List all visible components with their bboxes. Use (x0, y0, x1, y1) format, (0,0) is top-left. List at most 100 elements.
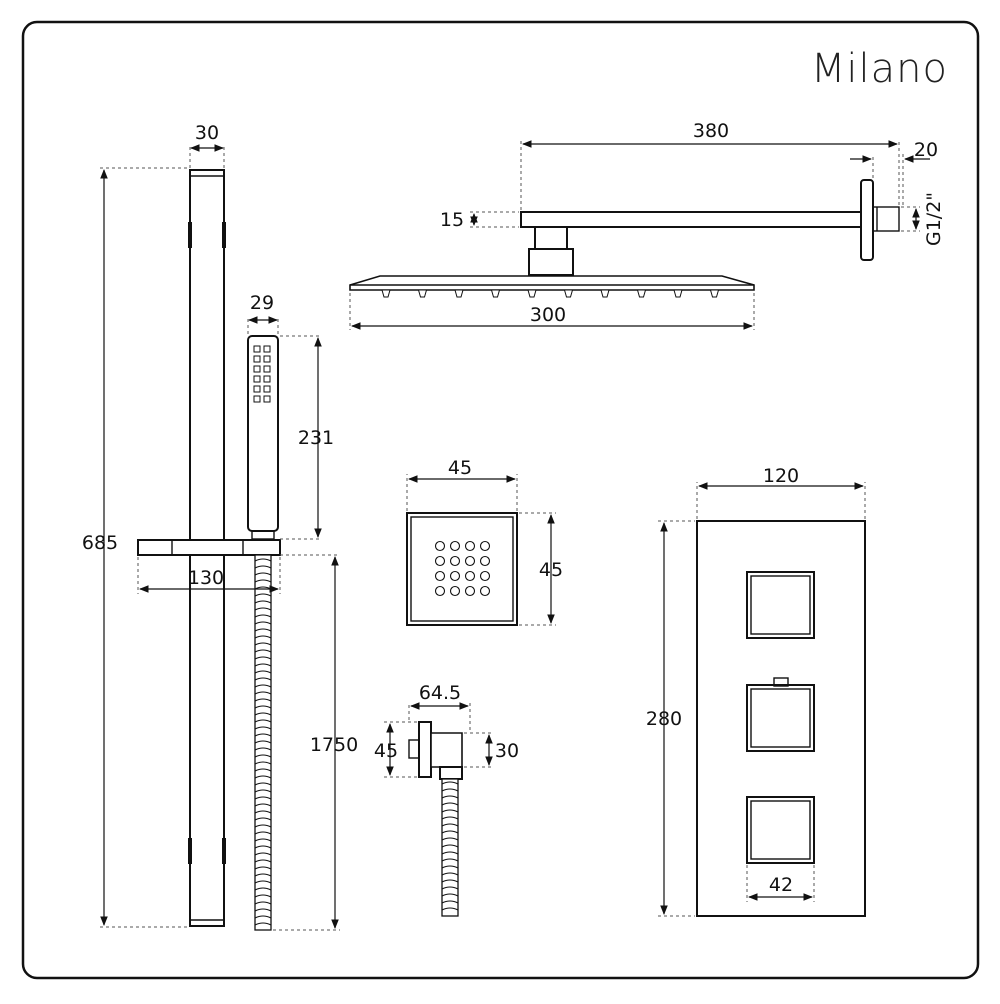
dim-rail-width: 30 (189, 122, 225, 168)
brand-logo: Milano (811, 46, 948, 92)
hose-coil (254, 740, 272, 744)
head-nozzle (709, 289, 720, 298)
head-nozzle (527, 289, 537, 298)
jet-nozzle (449, 555, 461, 567)
hose-coil (441, 900, 459, 904)
hose-coil (254, 565, 272, 569)
valve-plate (696, 520, 866, 917)
hose-coil (254, 838, 272, 842)
hose-coil (254, 810, 272, 814)
svg-text:G1/2": G1/2" (923, 192, 945, 246)
hose-coil (441, 858, 459, 862)
svg-text:120: 120 (763, 465, 799, 487)
svg-text:42: 42 (769, 874, 793, 896)
hose-coil (254, 789, 272, 793)
dim-handset-width: 29 (247, 292, 279, 334)
hose-coil (254, 572, 272, 576)
hose-coil (254, 642, 272, 646)
hose-coil (254, 768, 272, 772)
svg-text:29: 29 (250, 292, 274, 314)
svg-text:685: 685 (82, 532, 118, 554)
head-nozzle (417, 289, 428, 298)
hose-coil (441, 816, 459, 820)
jet-nozzle (434, 540, 446, 552)
hose-coil (254, 663, 272, 667)
valve-knob-top (746, 571, 815, 639)
hose-coil (254, 712, 272, 716)
hose-coil (441, 844, 459, 848)
hose-coil (254, 908, 272, 912)
hose-coil (441, 851, 459, 855)
hose-coil (254, 859, 272, 863)
hose-coil (254, 880, 272, 884)
dim-head-width: 300 (349, 293, 755, 330)
jet-nozzle (464, 555, 476, 567)
svg-text:380: 380 (693, 120, 729, 142)
hose-coil (254, 803, 272, 807)
dim-thread: G1/2" (901, 192, 945, 246)
hose-coil (254, 782, 272, 786)
jet-nozzle (479, 585, 491, 597)
hose-coil (254, 733, 272, 737)
hose-coil (254, 796, 272, 800)
hose-coil (254, 922, 272, 926)
hose-coil (441, 788, 459, 792)
dim-rail-height: 685 (82, 167, 188, 928)
hand-nozzle (263, 375, 271, 383)
head-nozzle (600, 289, 610, 298)
hose-coil (254, 775, 272, 779)
hose-coil (254, 628, 272, 632)
dim-arm-thickness: 15 (440, 209, 519, 231)
dim-flange-depth: 20 (850, 139, 938, 205)
hand-nozzle (253, 385, 261, 393)
hose-coil (254, 600, 272, 604)
hose-coil (254, 817, 272, 821)
svg-text:231: 231 (298, 427, 334, 449)
hose-coil (254, 866, 272, 870)
hose-coil (254, 747, 272, 751)
hose-coil (254, 698, 272, 702)
drawing-frame (21, 20, 980, 980)
valve-knob-middle (746, 677, 815, 752)
dim-handset-height: 231 (280, 335, 334, 540)
hose-coil (441, 872, 459, 876)
hose-coil (254, 719, 272, 723)
hose-coil (254, 677, 272, 681)
hose-coil (254, 579, 272, 583)
hose-coil (254, 726, 272, 730)
svg-text:45: 45 (448, 457, 472, 479)
head-nozzle (636, 289, 647, 298)
hose-coil (254, 887, 272, 891)
hose-coil (441, 830, 459, 834)
hose-coil (254, 656, 272, 660)
hose-coil (254, 649, 272, 653)
hand-nozzle (263, 365, 271, 373)
dim-bracket-width: 130 (137, 557, 281, 594)
jet-nozzle (434, 555, 446, 567)
hose-coil (254, 754, 272, 758)
hand-nozzle (253, 355, 261, 363)
hand-shower (247, 335, 279, 540)
hand-nozzle (263, 395, 271, 403)
rain-shower-head (349, 275, 755, 298)
hose-coil (441, 809, 459, 813)
hose-coil (254, 607, 272, 611)
hose-coil (254, 593, 272, 597)
hose-coil (254, 705, 272, 709)
dim-knob-width: 42 (746, 865, 815, 902)
hose-coil (254, 915, 272, 919)
dim-jet-height: 45 (519, 512, 563, 626)
jet-nozzle (479, 555, 491, 567)
hose-coil (441, 879, 459, 883)
head-nozzle (381, 289, 391, 298)
dim-elbow-width: 64.5 (408, 682, 471, 730)
hose-coil (441, 893, 459, 897)
jet-nozzle (449, 570, 461, 582)
jet-nozzle (434, 585, 446, 597)
hand-nozzle (263, 355, 271, 363)
head-nozzle (454, 289, 464, 298)
svg-text:1750: 1750 (310, 734, 358, 756)
hose-coil (254, 873, 272, 877)
